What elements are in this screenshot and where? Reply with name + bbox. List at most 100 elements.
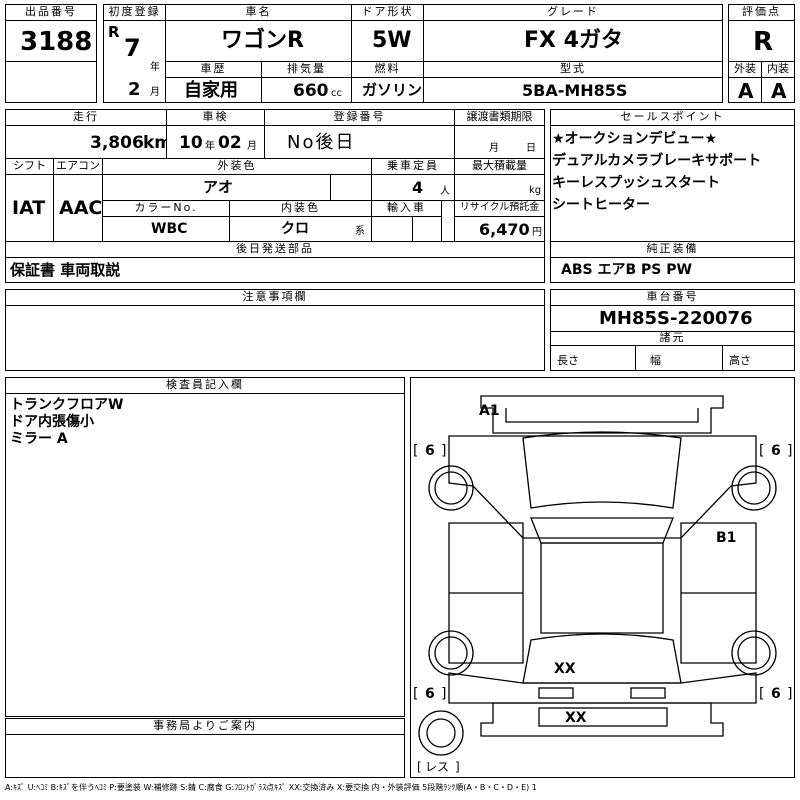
interior-grade-label: 内装	[761, 61, 795, 78]
transfer-doc-day-unit: 日	[526, 143, 536, 154]
lot-label: 出品番号	[5, 4, 97, 21]
office-cell	[5, 734, 405, 778]
color: アオ	[203, 178, 234, 196]
spec-height: 高さ	[729, 354, 751, 367]
tire-depth-fr: 6	[771, 443, 781, 459]
first-reg-month-unit: 月	[150, 87, 160, 98]
sales-point-item: デュアルカメラブレーキサポート	[552, 153, 762, 169]
inspector-line: ドア内張傷小	[10, 414, 94, 430]
equipment-label: 純正装備	[550, 241, 795, 258]
first-reg-era: R	[108, 23, 120, 41]
chassis-label: 車台番号	[550, 289, 795, 306]
tire-bracket-fr-close: ]	[787, 443, 792, 459]
aircon-label: エアコン	[53, 158, 103, 175]
lot-empty-cell	[5, 61, 97, 103]
car-diagram: A1 B1 XX XX [6] [6] [6] [6] [レス]	[413, 395, 792, 774]
interior-color-unit: 系	[355, 226, 365, 237]
inspector-label: 検査員記入欄	[5, 377, 405, 394]
legend: A:ｷｽﾞ U:ﾍｺﾐ B:ｷｽﾞを伴うﾍｺﾐ P:要塗装 W:補修跡 S:錆 …	[5, 783, 537, 792]
tire-bracket-fl: [	[413, 443, 418, 459]
mileage-cell: 3,806 km	[5, 125, 172, 159]
tire-bracket-rl-close: ]	[441, 686, 446, 702]
specs-width-cell: 幅	[635, 345, 723, 371]
damage-xx-bumper: XX	[565, 710, 587, 726]
damage-b1: B1	[716, 530, 736, 546]
color-no-cell: WBC	[102, 216, 230, 242]
specs-label: 諸元	[550, 331, 795, 346]
sales-point-item: キーレスプッシュスタート	[552, 175, 720, 191]
aircon-cell: AAC	[53, 174, 103, 242]
displacement-unit: cc	[331, 88, 342, 99]
registration-cell: No後日	[264, 125, 455, 159]
interior-grade: A	[771, 79, 787, 103]
max-load-label: 最大積載量	[454, 158, 545, 175]
displacement-cell: 660 cc	[261, 77, 352, 103]
score-cell: R	[728, 20, 795, 62]
car-name-cell: ワゴンR	[165, 20, 352, 62]
inspection-label: 車検	[166, 109, 265, 126]
recycle-label: リサイクル預託金	[454, 200, 545, 217]
model-cell: 5BA-MH85S	[423, 77, 723, 103]
recycle-unit: 円	[532, 227, 542, 238]
spare-tire-status: レス	[425, 760, 449, 774]
score-label: 評価点	[728, 4, 795, 21]
fuel: ガソリン	[362, 81, 423, 99]
color-label: 外装色	[102, 158, 372, 175]
shift: IAT	[12, 197, 46, 219]
car-name: ワゴンR	[221, 28, 304, 53]
model: 5BA-MH85S	[522, 81, 628, 100]
later-parts-label: 後日発送部品	[5, 241, 545, 258]
model-label: 型式	[423, 61, 723, 78]
tire-depth-fl: 6	[425, 443, 435, 459]
specs-length-cell: 長さ	[550, 345, 636, 371]
capacity-unit: 人	[440, 186, 450, 197]
history-label: 車歴	[165, 61, 262, 78]
interior-color: クロ	[281, 221, 309, 237]
shift-cell: IAT	[5, 174, 54, 242]
inspector-line: トランクフロアW	[10, 397, 124, 413]
specs-height-cell: 高さ	[722, 345, 795, 371]
first-reg-year: 7	[124, 34, 141, 62]
later-parts-cell: 保証書 車両取説	[5, 257, 545, 283]
equipment-cell: ABS エアB PS PW	[550, 257, 795, 283]
tire-bracket-rr: [	[759, 686, 764, 702]
color-no: WBC	[151, 221, 188, 237]
spec-width: 幅	[650, 354, 661, 367]
tire-bracket-fr: [	[759, 443, 764, 459]
tire-bracket-fl-close: ]	[441, 443, 446, 459]
lot-number: 3188	[20, 27, 93, 57]
spec-length: 長さ	[557, 354, 579, 367]
inspection-month: 02	[218, 133, 242, 153]
grade: FX 4ガタ	[524, 28, 623, 53]
first-reg-cell: R 7 年 2 月	[103, 20, 166, 103]
mileage-label: 走行	[5, 109, 167, 126]
tire-bracket-rl: [	[413, 686, 418, 702]
import-label: 輸入車	[371, 200, 442, 217]
inspector-line: ミラー A	[10, 431, 68, 447]
fuel-cell: ガソリン	[351, 77, 424, 103]
door-cell: 5W	[351, 20, 424, 62]
import-cell-b	[412, 216, 442, 242]
damage-xx-rear: XX	[554, 661, 576, 677]
car-diagram-panel: A1 B1 XX XX [6] [6] [6] [6] [レス]	[410, 377, 795, 778]
transfer-doc-cell: 月 日	[454, 125, 545, 159]
interior-color-label: 内装色	[229, 200, 372, 217]
max-load-cell: kg	[454, 174, 545, 201]
sales-point-item: シートヒーター	[552, 197, 650, 213]
interior-color-cell: クロ 系	[229, 216, 372, 242]
lot-number-cell: 3188	[5, 20, 97, 62]
interior-grade-cell: A	[761, 77, 795, 103]
displacement: 660	[293, 81, 329, 101]
mileage: 3,806	[90, 133, 144, 153]
chassis-number: MH85S-220076	[599, 308, 753, 329]
grade-cell: FX 4ガタ	[423, 20, 723, 62]
spare-bracket-close: ]	[455, 760, 460, 774]
equipment: ABS エアB PS PW	[561, 262, 692, 278]
inspector-cell: トランクフロアW ドア内張傷小 ミラー A	[5, 393, 405, 717]
first-reg-month: 2	[128, 79, 141, 100]
fuel-label: 燃料	[351, 61, 424, 78]
recycle-cell: 6,470 円	[454, 216, 545, 242]
inspection-year-unit: 年	[205, 141, 215, 152]
door-label: ドア形状	[351, 4, 424, 21]
tire-depth-rl: 6	[425, 686, 435, 702]
